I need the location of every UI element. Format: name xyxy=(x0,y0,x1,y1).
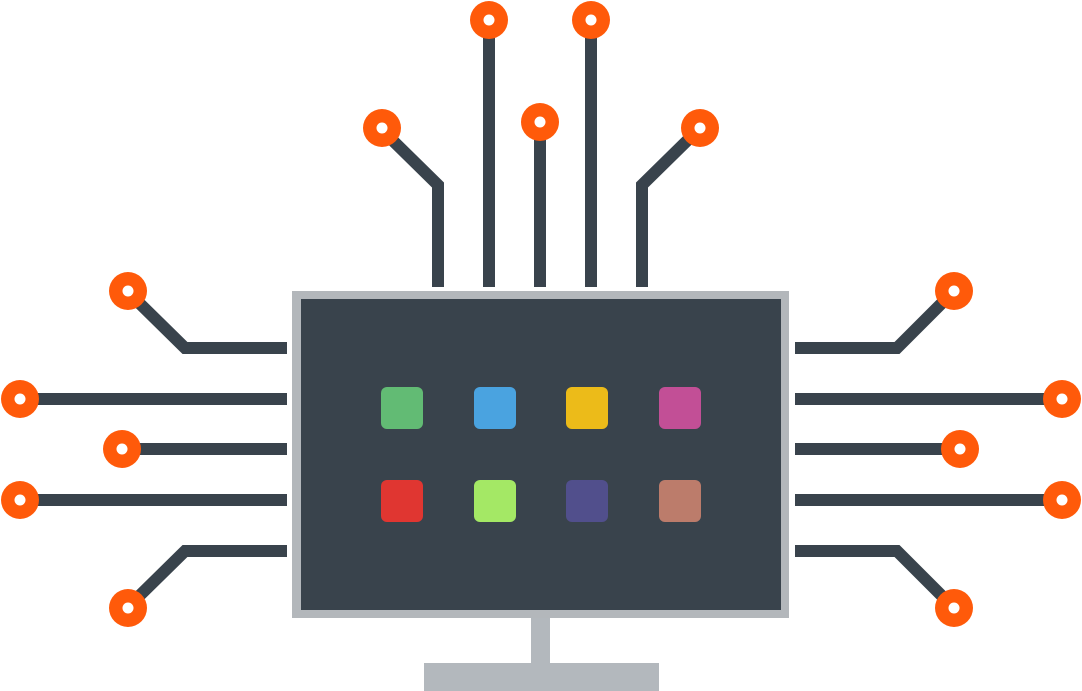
monitor-screen xyxy=(301,299,781,610)
circuit-node-icon xyxy=(935,272,973,310)
trace-top-5 xyxy=(636,125,703,287)
app-tile-brown-icon xyxy=(659,480,701,522)
circuit-traces xyxy=(20,20,1062,612)
monitor-stand xyxy=(424,616,659,691)
stand-neck xyxy=(531,616,550,666)
trace-right-5 xyxy=(795,545,958,612)
circuit-node-icon xyxy=(1043,481,1081,519)
circuit-node-icon xyxy=(1,481,39,519)
stand-base xyxy=(424,663,659,691)
circuit-node-icon xyxy=(1,380,39,418)
app-tile-grid xyxy=(381,387,701,522)
app-tile-magenta-icon xyxy=(659,387,701,429)
circuit-node-icon xyxy=(109,589,147,627)
monitor xyxy=(292,291,789,618)
circuit-node-icon xyxy=(109,272,147,310)
circuit-node-icon xyxy=(521,103,559,141)
trace-right-1 xyxy=(795,287,958,354)
circuit-node-icon xyxy=(941,430,979,468)
circuit-node-icon xyxy=(1043,380,1081,418)
circuit-node-icon xyxy=(363,109,401,147)
circuit-nodes xyxy=(1,1,1081,627)
app-tile-indigo-icon xyxy=(566,480,608,522)
app-tile-blue-icon xyxy=(474,387,516,429)
circuit-node-icon xyxy=(935,589,973,627)
app-tile-lime-icon xyxy=(474,480,516,522)
trace-left-5 xyxy=(123,545,287,612)
trace-left-1 xyxy=(123,287,287,354)
trace-top-1 xyxy=(377,125,444,287)
circuit-node-icon xyxy=(681,109,719,147)
circuit-node-icon xyxy=(470,1,508,39)
circuit-node-icon xyxy=(572,1,610,39)
app-tile-yellow-icon xyxy=(566,387,608,429)
app-tile-red-icon xyxy=(381,480,423,522)
circuit-node-icon xyxy=(103,430,141,468)
app-tile-green-icon xyxy=(381,387,423,429)
